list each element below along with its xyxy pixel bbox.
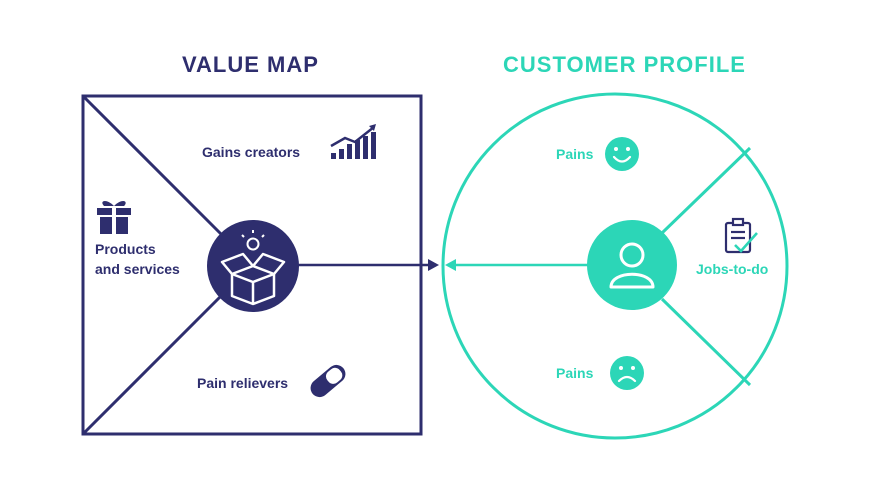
divider-top (81, 94, 224, 237)
circle-divider-bottom (660, 297, 752, 387)
customer-profile-circle (441, 92, 789, 440)
pain-relievers-label: Pain relievers (197, 375, 289, 391)
bar-chart-icon (330, 124, 376, 159)
gains-label: Pains (556, 146, 594, 162)
gift-icon (97, 201, 131, 234)
products-services-label: Products and services (95, 239, 180, 279)
user-icon (587, 220, 677, 310)
circle-divider-top (660, 146, 752, 235)
jobs-to-do-label: Jobs-to-do (696, 261, 769, 277)
smile-icon (605, 137, 639, 171)
value-map-title: VALUE MAP (182, 52, 319, 77)
products-label-line1: Products (95, 241, 156, 257)
clipboard-check-icon (724, 217, 758, 254)
divider-bottom (81, 293, 224, 436)
box-lightbulb-icon (207, 220, 299, 312)
arrow-right-head (428, 259, 439, 271)
products-label-line2: and services (95, 261, 180, 277)
customer-profile-title: CUSTOMER PROFILE (503, 52, 746, 77)
pill-icon (310, 364, 346, 398)
gains-creators-label: Gains creators (202, 144, 301, 160)
sad-icon (610, 356, 644, 390)
pains-label: Pains (556, 365, 594, 381)
arrow-left-head (445, 259, 456, 271)
